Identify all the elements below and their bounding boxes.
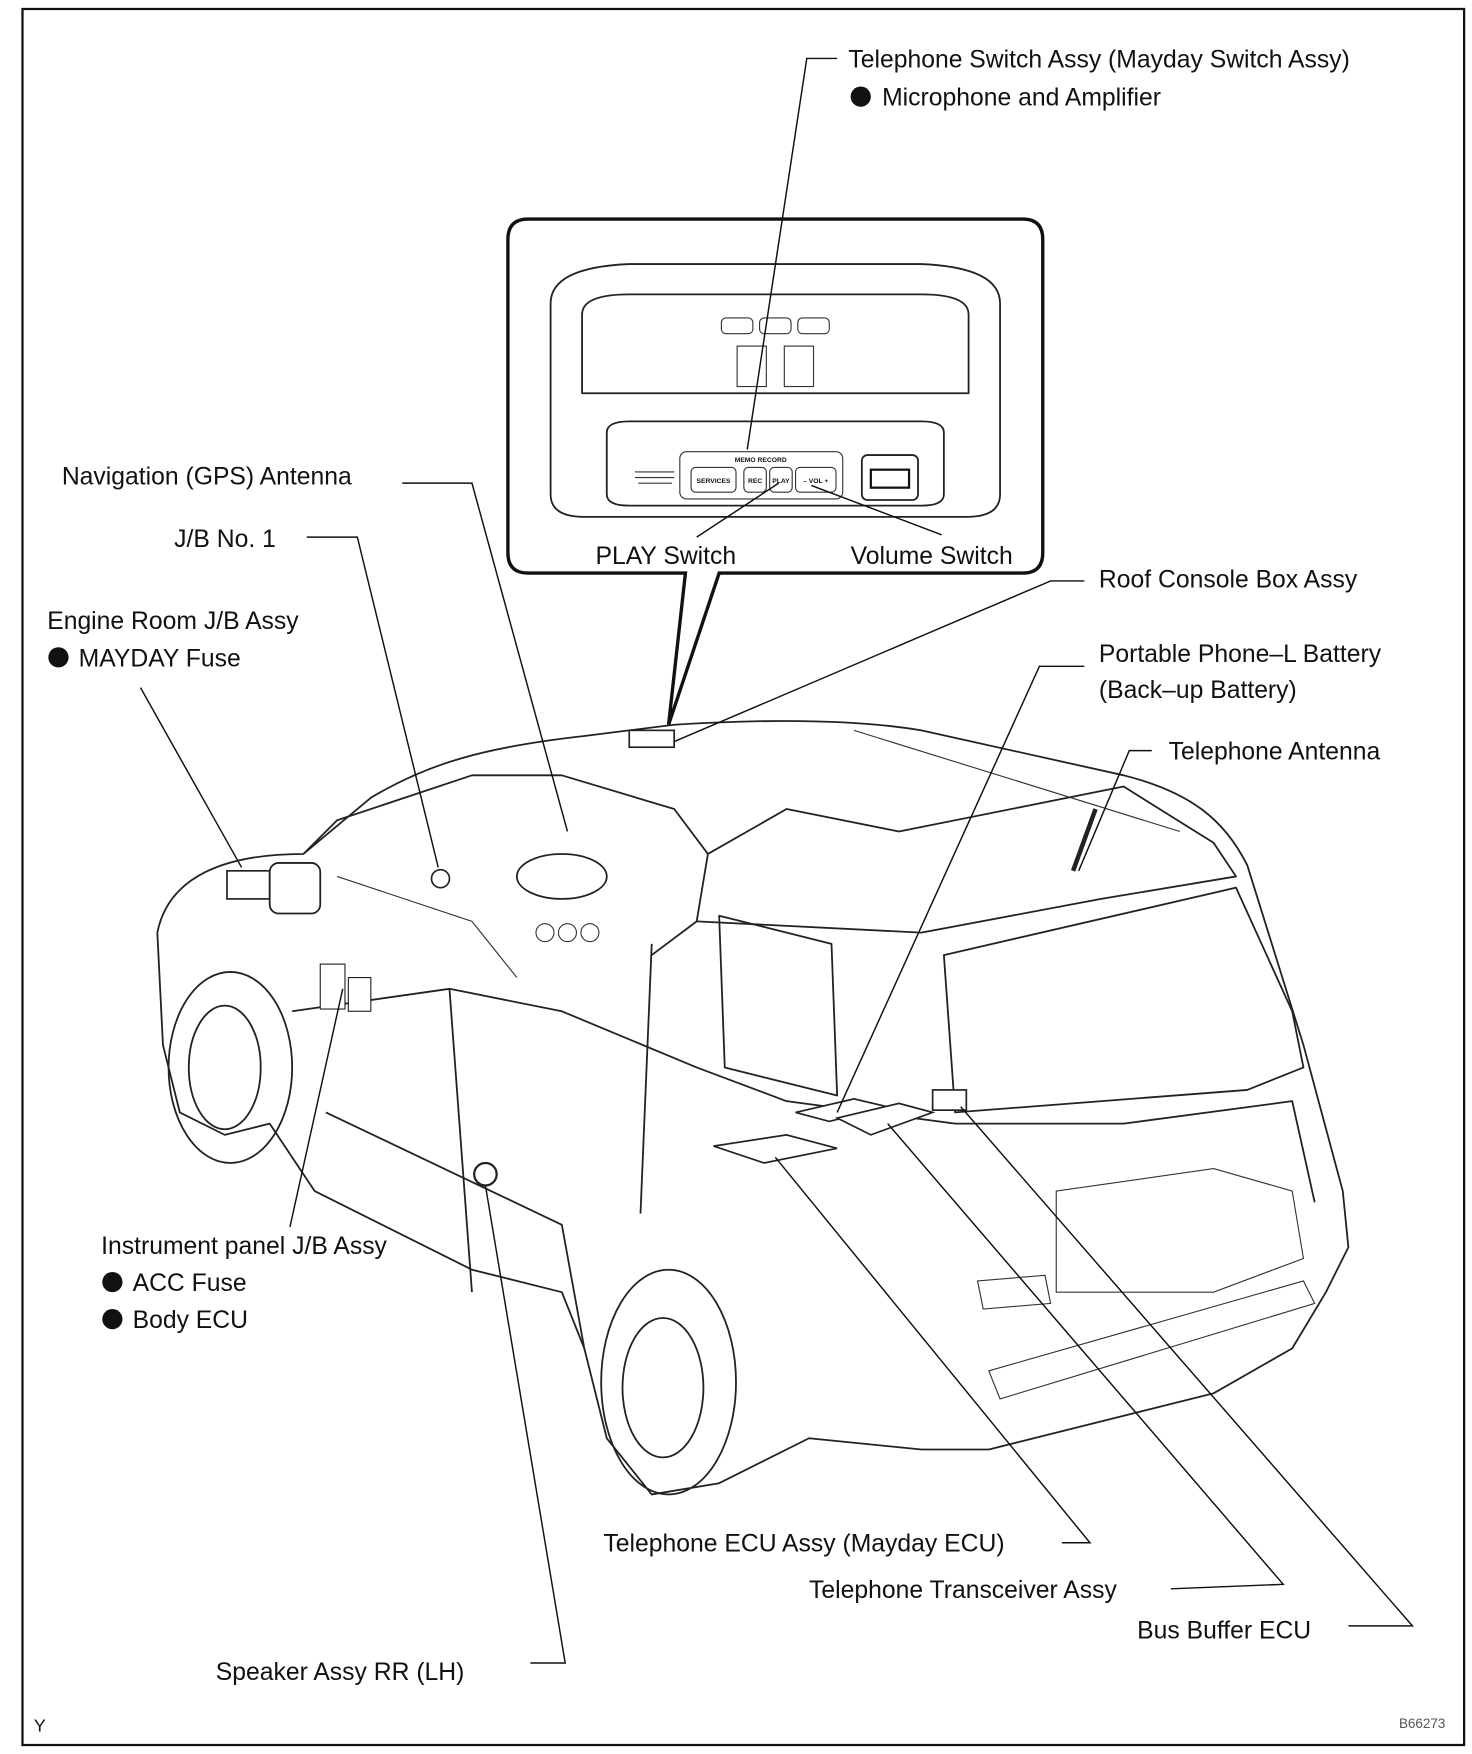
sos-button[interactable] (869, 468, 911, 489)
figure-id: B66273 (1399, 1716, 1445, 1731)
backup-battery-label: (Back–up Battery) (1099, 677, 1297, 704)
play-button-label: PLAY (772, 478, 790, 485)
telephone-antenna-mast (1070, 808, 1098, 872)
telephone-switch-label: Telephone Switch Assy (Mayday Switch Ass… (848, 46, 1349, 73)
transceiver-label: Telephone Transceiver Assy (809, 1577, 1117, 1604)
speaker-rr-lh (473, 1161, 498, 1187)
bullet-icon (48, 647, 69, 668)
volume-button[interactable] (794, 466, 837, 493)
bus-buffer-box (931, 1089, 968, 1111)
vehicle-illustration (156, 720, 1350, 1496)
rec-button[interactable] (743, 466, 767, 493)
play-switch-label: PLAY Switch (596, 543, 737, 570)
body-ecu-label: Body ECU (133, 1307, 248, 1334)
mayday-fuse-label: MAYDAY Fuse (79, 645, 241, 672)
instrument-panel-jb (319, 963, 346, 1010)
bullet-icon (850, 86, 871, 107)
leader-lines (139, 57, 1415, 1664)
transceiver-box (834, 1102, 936, 1136)
engine-room-jb-box (226, 869, 271, 900)
play-button[interactable] (769, 466, 793, 493)
instrument-panel-jb-label: Instrument panel J/B Assy (101, 1233, 387, 1260)
nav-antenna-label: Navigation (GPS) Antenna (62, 463, 352, 490)
side-mirror (268, 862, 322, 915)
roof-console-box (628, 729, 676, 749)
memo-record-label: MEMO RECORD (735, 457, 787, 464)
services-button-label: SERVICES (697, 478, 731, 485)
microphone-label: Microphone and Amplifier (882, 85, 1161, 112)
volume-switch-label: Volume Switch (851, 543, 1013, 570)
jb-no1-label: J/B No. 1 (174, 526, 276, 553)
bullet-icon (102, 1309, 123, 1330)
corner-code-left: Y (34, 1716, 46, 1736)
engine-room-jb-label: Engine Room J/B Assy (47, 608, 299, 635)
mayday-switch-cluster (679, 451, 844, 500)
bus-buffer-label: Bus Buffer ECU (1137, 1617, 1311, 1644)
acc-fuse-label: ACC Fuse (133, 1270, 247, 1297)
roof-console-label: Roof Console Box Assy (1099, 567, 1358, 594)
telephone-antenna-label: Telephone Antenna (1169, 739, 1381, 766)
speaker-label: Speaker Assy RR (LH) (216, 1659, 465, 1686)
telephone-ecu-label: Telephone ECU Assy (Mayday ECU) (603, 1531, 1004, 1558)
volume-button-label: – VOL + (803, 478, 828, 485)
jb-no1 (430, 868, 451, 889)
services-button[interactable] (690, 466, 737, 493)
bullet-icon (102, 1271, 123, 1293)
portable-battery-label: Portable Phone–L Battery (1099, 641, 1382, 668)
roof-console-inset: MEMO RECORD SERVICES REC PLAY – VOL + PL… (506, 217, 1045, 726)
frame-border (21, 7, 1466, 1747)
telephone-ecu-box (713, 1134, 838, 1164)
rec-button-label: REC (748, 478, 762, 485)
